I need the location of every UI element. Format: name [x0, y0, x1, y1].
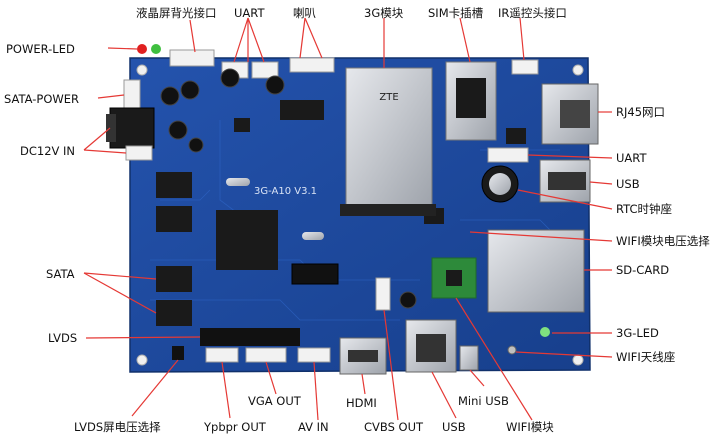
module-3g-socket: [340, 204, 436, 216]
ram-chip-3: [156, 266, 192, 292]
label-wifi-voltage: WIFI模块电压选择: [616, 234, 710, 248]
label-vga-out: VGA OUT: [248, 394, 301, 408]
board-silkscreen: 3G-A10 V3.1: [254, 186, 317, 197]
label-rj45: RJ45网口: [616, 105, 666, 119]
hdmi-opening: [348, 350, 378, 362]
mini-usb-port: [459, 345, 479, 371]
label-usb-bottom: USB: [442, 420, 466, 434]
mounting-holes: [136, 64, 584, 366]
small-chip-1: [234, 118, 250, 132]
label-ir-port: IR遥控头接口: [498, 6, 567, 20]
label-uart-top: UART: [234, 6, 265, 20]
ram-chip-2: [156, 206, 192, 232]
label-wifi-module: WIFI模块: [506, 420, 554, 434]
ypbpr-connector: [205, 347, 239, 363]
label-cvbs-out: CVBS OUT: [364, 420, 424, 434]
dc-jack-front: [106, 114, 116, 142]
uart-left-connector: [125, 145, 153, 161]
sim-window: [456, 78, 486, 118]
label-power-led: POWER-LED: [6, 42, 75, 56]
cvbs-connector: [375, 277, 391, 311]
crystal-2: [302, 232, 324, 240]
cpu-chip: [216, 210, 278, 270]
lvds-voltage-jumper: [172, 346, 184, 360]
ram-chip-1: [156, 172, 192, 198]
label-rtc: RTC时钟座: [616, 202, 673, 216]
led-3g: [540, 327, 550, 337]
speaker-connector: [289, 57, 335, 73]
label-mini-usb: Mini USB: [458, 394, 509, 408]
wifi-chip: [446, 270, 462, 286]
lvds-header: [200, 328, 300, 346]
label-speaker: 喇叭: [293, 6, 316, 20]
usb-bottom-opening: [416, 334, 446, 362]
sata-connector: [291, 263, 339, 285]
power-led-red: [137, 44, 147, 54]
label-usb-right: USB: [616, 177, 640, 191]
label-sd-card: SD-CARD: [616, 263, 670, 277]
rj45-opening: [560, 100, 590, 128]
lcd-backlight-connector: [169, 49, 215, 67]
uart-right-connector: [487, 147, 529, 163]
label-ypbpr-out: Ypbpr OUT: [204, 420, 266, 434]
wifi-antenna-socket: [507, 345, 517, 355]
module-3g-brand: ZTE: [379, 92, 398, 103]
audio-chip: [280, 100, 324, 120]
label-3g-led: 3G-LED: [616, 326, 659, 340]
dc-jack: [109, 107, 155, 149]
crystal-1: [226, 178, 250, 186]
capacitors: [160, 68, 417, 309]
power-led-green: [151, 44, 161, 54]
av-in-connector: [297, 347, 331, 363]
uart-top-connector-2: [251, 61, 279, 79]
vga-connector: [245, 347, 287, 363]
label-3g-module: 3G模块: [364, 6, 404, 20]
label-hdmi: HDMI: [346, 396, 377, 410]
leader-lines: [83, 17, 613, 421]
ram-chip-4: [156, 300, 192, 326]
label-lcd-backlight: 液晶屏背光接口: [136, 6, 217, 20]
label-lvds-voltage: LVDS屏电压选择: [74, 420, 161, 434]
label-lvds: LVDS: [48, 331, 78, 345]
label-sim-slot: SIM卡插槽: [428, 6, 484, 20]
label-uart-right: UART: [616, 151, 647, 165]
label-wifi-antenna: WIFI天线座: [616, 350, 676, 364]
module-3g: [345, 67, 433, 209]
small-chip-2: [506, 128, 526, 144]
label-av-in: AV IN: [298, 420, 329, 434]
label-sata-power: SATA-POWER: [4, 92, 79, 106]
ir-connector: [511, 59, 539, 75]
label-sata: SATA: [46, 267, 75, 281]
label-dc12v: DC12V IN: [20, 144, 76, 158]
sd-card-slot: [487, 229, 585, 313]
usb-right-opening: [548, 172, 586, 190]
rtc-coin: [489, 173, 511, 195]
sata-power-connector: [123, 79, 141, 111]
